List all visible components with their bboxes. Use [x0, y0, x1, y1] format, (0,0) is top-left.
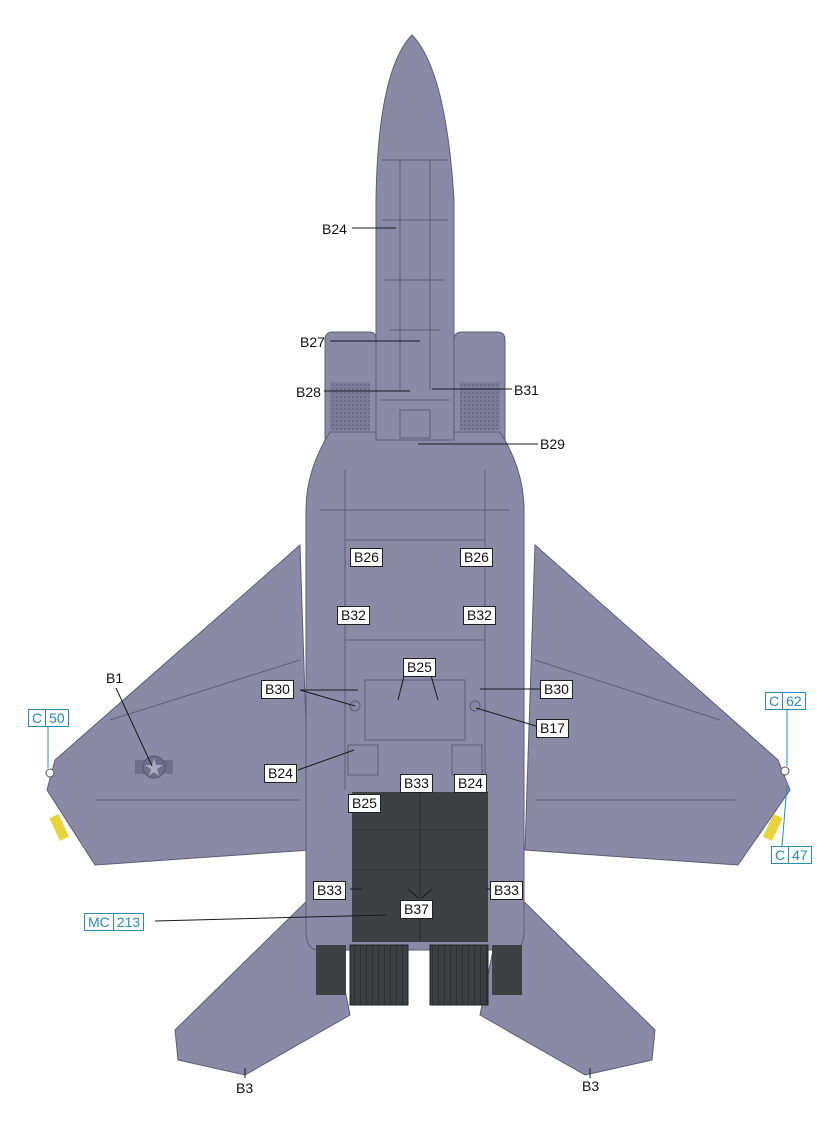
left-nozzle [349, 944, 409, 1006]
fuselage-panel-lines [320, 470, 510, 790]
right-wingtip-light [762, 814, 783, 841]
left-wingtip-light [49, 814, 70, 841]
right-nozzle [429, 944, 489, 1006]
nose-fuselage [375, 34, 455, 441]
callout-b29: B29 [540, 436, 565, 452]
callout-b17: B17 [536, 719, 569, 738]
callout-b1: B1 [106, 670, 124, 686]
callout-b33-center: B33 [400, 774, 433, 793]
callout-b3-left: B3 [236, 1080, 254, 1096]
callout-b30-right: B30 [540, 680, 573, 699]
callout-b26-left: B26 [350, 548, 383, 567]
left-intake-grill [330, 382, 370, 430]
color-code-prefix: C [769, 693, 780, 709]
callout-b32-right: B32 [463, 606, 496, 625]
callout-b30-left: B30 [261, 680, 294, 699]
color-code-mc213: MC 213 [84, 913, 145, 931]
callout-b37: B37 [400, 900, 433, 919]
color-code-prefix: C [32, 710, 43, 726]
callout-b24-nose: B24 [322, 221, 347, 237]
color-code-c62: C 62 [765, 692, 806, 710]
leader-lines [115, 227, 591, 1078]
left-tail-boom [316, 945, 346, 995]
callout-b3-right: B3 [582, 1078, 600, 1094]
nose-panel-lines [380, 159, 450, 439]
callout-b33-left: B33 [313, 881, 346, 900]
color-code-c47: C 47 [771, 846, 812, 864]
callout-b33-right: B33 [490, 881, 523, 900]
right-wing [524, 543, 791, 866]
callout-b24-right: B24 [454, 774, 487, 793]
color-code-c50: C 50 [28, 709, 69, 727]
wing-panel-lines [95, 659, 735, 801]
color-code-number: 62 [782, 693, 805, 709]
color-code-number: 47 [788, 847, 811, 863]
callout-b27: B27 [300, 334, 325, 350]
callout-b25-lower: B25 [348, 794, 381, 813]
callout-b25-center: B25 [403, 658, 436, 677]
right-intake-grill [460, 382, 500, 430]
right-tail-boom [492, 945, 522, 995]
color-code-prefix: C [775, 847, 786, 863]
callout-b26-right: B26 [460, 548, 493, 567]
color-code-number: 50 [45, 710, 68, 726]
color-code-prefix: MC [88, 914, 110, 930]
color-code-number: 213 [112, 914, 143, 930]
left-wing [46, 543, 311, 866]
callout-b28: B28 [296, 384, 321, 400]
national-insignia [135, 755, 173, 779]
callout-b24-left: B24 [264, 764, 297, 783]
callout-b31: B31 [514, 382, 539, 398]
callout-b32-left: B32 [337, 606, 370, 625]
